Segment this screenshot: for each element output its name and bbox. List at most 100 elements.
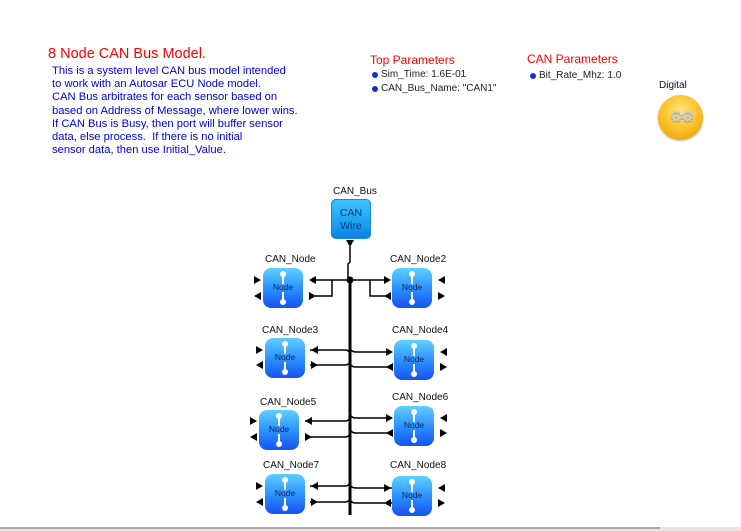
wire <box>349 345 392 353</box>
port-arrow <box>311 346 318 354</box>
param-text: CAN_Bus_Name: "CAN1" <box>381 83 497 94</box>
can-wire-block[interactable]: CAN Wire <box>331 199 371 239</box>
port-knob <box>411 371 417 377</box>
wire <box>349 361 392 368</box>
port-stem <box>278 434 280 444</box>
port-arrow <box>256 346 263 354</box>
port-knob <box>411 437 417 443</box>
bullet-icon <box>372 85 378 92</box>
port-stem <box>284 344 286 354</box>
desc-line: data, else process. If there is no initi… <box>52 131 243 144</box>
port-stem <box>413 412 415 422</box>
wire <box>305 415 351 422</box>
param-text: Sim_Time: 1.6E-01 <box>381 69 467 80</box>
param-sim-time[interactable]: Sim_Time: 1.6E-01 <box>372 69 466 80</box>
wire <box>349 411 392 419</box>
param-bit-rate[interactable]: Bit_Rate_Mhz: 1.0 <box>530 70 621 81</box>
bus-connector-wire <box>347 246 351 280</box>
port-stem <box>411 292 413 302</box>
port-knob <box>282 505 288 511</box>
port-arrow <box>386 429 393 437</box>
node-label: CAN_Node6 <box>392 392 449 403</box>
port-arrow <box>254 276 261 284</box>
can-node-block[interactable]: Node <box>265 474 305 514</box>
node-label: CAN_Node4 <box>392 325 449 336</box>
desc-line: If CAN Bus is Busy, then port will buffe… <box>52 117 283 130</box>
can-node-block[interactable]: Node <box>259 410 299 450</box>
port-arrow <box>386 414 393 422</box>
node-label: CAN_Node2 <box>390 254 447 265</box>
port-stem <box>413 430 415 440</box>
port-arrow <box>384 276 391 284</box>
port-arrow <box>256 482 263 490</box>
port-arrow <box>250 433 257 441</box>
param-can-bus-name[interactable]: CAN_Bus_Name: "CAN1" <box>372 83 496 94</box>
port-stem <box>411 500 413 510</box>
wire <box>315 280 333 297</box>
node-text: Node <box>401 282 423 292</box>
node-text: Node <box>274 352 296 362</box>
can-parameters-heading: CAN Parameters <box>527 52 618 66</box>
scrollbar-thumb[interactable] <box>0 527 660 529</box>
port-arrow <box>311 361 318 369</box>
node-label: CAN_Node5 <box>260 397 317 408</box>
port-stem <box>413 364 415 374</box>
port-arrow <box>309 276 316 284</box>
desc-line: sensor data, then use Initial_Value. <box>52 144 226 157</box>
port-stem <box>278 416 280 426</box>
wire <box>349 426 392 434</box>
can-node-block[interactable]: Node <box>392 476 432 516</box>
node-label: CAN_Node8 <box>390 460 447 471</box>
digital-button[interactable]: ⚙⚙ <box>658 95 703 140</box>
digital-label: Digital <box>659 80 687 91</box>
bullet-icon <box>530 72 536 79</box>
node-label: CAN_Node3 <box>262 325 319 336</box>
can-node-block[interactable]: Node <box>394 406 434 446</box>
port-knob <box>409 299 415 305</box>
port-arrow <box>440 414 447 422</box>
port-knob <box>409 507 415 513</box>
port-arrow <box>440 429 447 437</box>
port-stem <box>282 292 284 302</box>
wire <box>349 497 392 504</box>
can-node-block[interactable]: Node <box>392 268 432 308</box>
port-knob <box>280 299 286 305</box>
port-stem <box>284 498 286 508</box>
can-node-block[interactable]: Node <box>394 340 434 380</box>
port-arrow <box>256 361 263 369</box>
desc-line: to work with an Autosar ECU Node model. <box>52 78 261 91</box>
can-node-block[interactable]: Node <box>265 338 305 378</box>
port-stem <box>282 274 284 284</box>
port-arrow <box>440 363 447 371</box>
wire <box>349 482 392 489</box>
wire <box>310 496 351 503</box>
desc-line: CAN Bus arbitrates for each sensor based… <box>52 91 278 104</box>
port-arrow <box>384 484 391 492</box>
desc-line: based on Address of Message, where lower… <box>52 104 298 117</box>
port-arrow <box>440 348 447 356</box>
node-text: Node <box>403 420 425 430</box>
node-label: CAN_Node <box>265 254 316 265</box>
wire <box>310 349 351 356</box>
can-node-block[interactable]: Node <box>263 268 303 308</box>
top-parameters-heading: Top Parameters <box>370 53 455 67</box>
junction-dot <box>346 276 354 284</box>
port-arrow <box>305 433 312 441</box>
port-arrow <box>438 499 445 507</box>
port-arrow <box>386 363 393 371</box>
port-arrow <box>309 292 316 300</box>
gears-icon: ⚙⚙ <box>669 109 695 126</box>
wire <box>305 431 351 438</box>
port-arrow <box>311 498 318 506</box>
port-arrow <box>386 348 393 356</box>
port-arrow <box>256 498 263 506</box>
port-arrow <box>438 484 445 492</box>
can-wire-text: CAN <box>339 207 363 219</box>
port-stem <box>411 482 413 492</box>
bullet-icon <box>372 71 378 78</box>
port-arrow <box>438 292 445 300</box>
port-arrow <box>438 276 445 284</box>
horizontal-scrollbar[interactable] <box>0 527 741 531</box>
port-arrow <box>384 499 391 507</box>
port-arrow <box>250 417 257 425</box>
